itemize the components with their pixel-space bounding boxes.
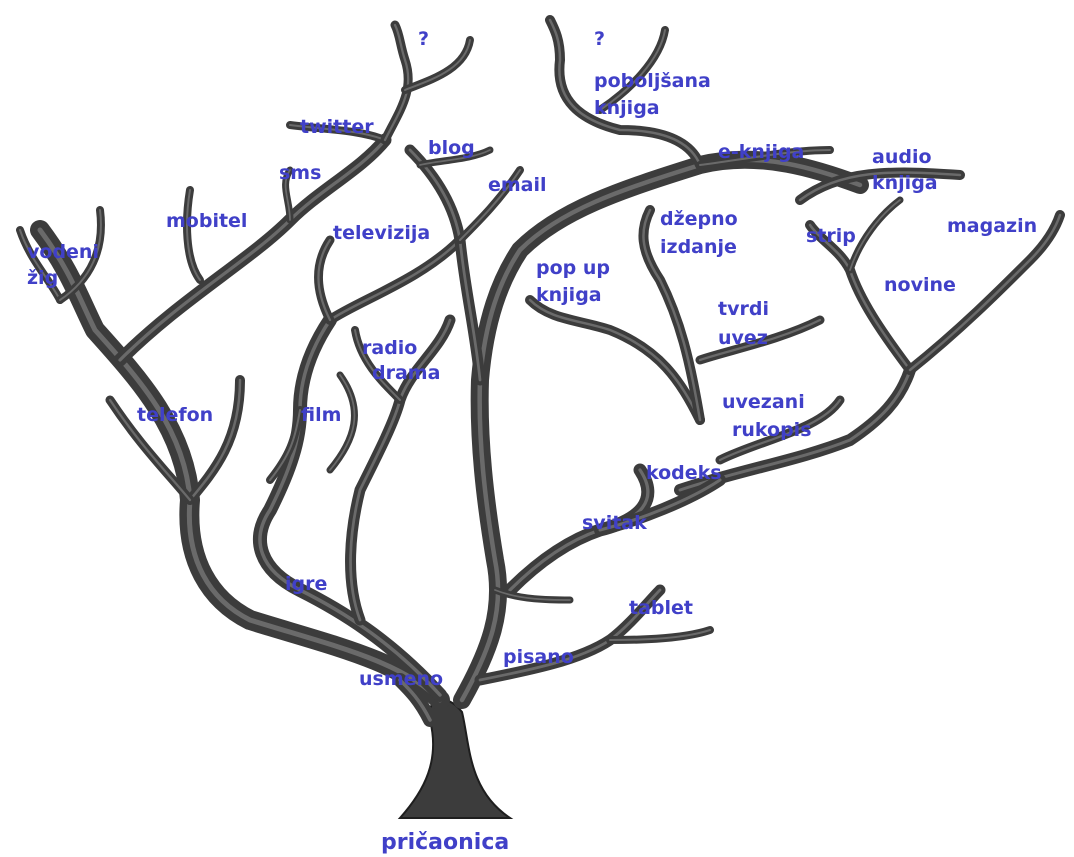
branch-shading-question-left <box>383 23 410 142</box>
branch-shading-trunk-up-left <box>398 678 432 722</box>
branch-question-left-2 <box>401 36 474 94</box>
label-tvrdi-uvez: uvez <box>718 327 768 349</box>
label-uvezani: uvezani <box>722 391 805 413</box>
label-audio-knjiga: knjiga <box>872 172 938 194</box>
label-blog: blog <box>428 137 475 159</box>
branch-shading-pisano-fork <box>494 589 571 601</box>
label-poboljsana: poboljšana <box>594 70 711 92</box>
branch-shading-film-branch <box>328 238 462 322</box>
label-question-right: ? <box>594 28 606 50</box>
label-film: film <box>301 404 342 426</box>
label-igre: igre <box>285 573 328 595</box>
label-pop-up-knjiga: knjiga <box>536 284 602 306</box>
label-question-left: ? <box>418 28 430 50</box>
branch-shading-uvezani-branch <box>718 398 842 462</box>
label-telefon: telefon <box>137 404 214 426</box>
label-svitak: svitak <box>582 512 647 534</box>
branch-shading-trunk-left-branch <box>37 227 443 703</box>
branch-shading-audio-branch <box>798 171 962 202</box>
label-poboljsana-knjiga: knjiga <box>594 97 660 119</box>
branch-shading-eknjiga-branch <box>548 18 702 167</box>
branch-shading-strip-fork <box>849 199 901 271</box>
branch-trunk-base <box>397 698 514 819</box>
label-novine: novine <box>884 274 956 296</box>
label-tvrdi: tvrdi <box>718 298 769 320</box>
branch-shading-poboljsana-fork <box>599 29 666 111</box>
label-pisano: pisano <box>503 646 574 668</box>
branch-shading-blog-fork <box>419 149 491 166</box>
branch-shading-vodeni-fork-2 <box>59 209 102 301</box>
label-usmeno: usmeno <box>359 668 444 690</box>
label-vodeni-zig: žig <box>27 267 59 289</box>
branch-shading-mobitel-branch <box>118 138 387 362</box>
label-audio: audio <box>872 146 932 168</box>
branch-trunk-left-branch <box>30 220 450 710</box>
label-kodeks: kodeks <box>646 462 722 484</box>
branch-shading-eknjiga-fork <box>699 149 831 166</box>
branch-shading-email-fork <box>459 169 521 241</box>
label-email: email <box>488 174 547 196</box>
branch-shading-igre-to-film <box>269 409 301 481</box>
label-televizija: televizija <box>333 222 431 244</box>
label-e-knjiga: e-knjiga <box>718 141 805 163</box>
tree-branches <box>16 15 1065 819</box>
label-dzepno-izdanje: izdanje <box>660 236 737 258</box>
branch-shading-mobitel-fork <box>186 189 201 281</box>
branch-shading-svitak-to-kodeks <box>598 478 722 532</box>
branch-shading-magazin-branch <box>908 213 1062 372</box>
label-dzepno: džepno <box>660 208 738 230</box>
label-twitter: twitter <box>300 116 374 138</box>
branch-shading-vodeni-fork <box>19 229 61 301</box>
branch-shading-tablet-branch <box>478 588 662 682</box>
branch-shading-twitter-fork <box>289 124 386 141</box>
branch-question-left <box>380 20 413 145</box>
branch-shading-kodeks-branch <box>678 368 912 492</box>
branch-shading-popup-branch <box>528 298 702 422</box>
label-vodeni: vodeni <box>27 241 99 263</box>
branch-shading-film-side <box>329 374 356 471</box>
branch-shading-telefon-branch <box>188 378 242 502</box>
branch-shading-tablet-fork <box>609 629 711 641</box>
label-strip: strip <box>806 225 856 247</box>
branch-shading-telefon-left <box>108 398 192 502</box>
label-radio: radio <box>362 337 418 359</box>
branch-shading-sms-fork <box>284 169 291 221</box>
label-radio-drama: drama <box>372 362 441 384</box>
branch-shading-novine-branch <box>808 223 912 372</box>
label-uvezani-rukopis: rukopis <box>732 419 812 441</box>
branch-shading-radio-left <box>354 329 401 401</box>
branch-shading-question-left-2 <box>404 39 471 91</box>
label-magazin: magazin <box>947 215 1038 237</box>
root-label-pricaonica: pričaonica <box>381 830 510 855</box>
branch-shading-film-branch-top <box>317 238 332 322</box>
label-sms: sms <box>279 162 322 184</box>
branch-strip-fork <box>846 196 904 274</box>
branch-shading-dzepno-branch <box>642 208 702 422</box>
branch-shading-tvrdi-branch <box>698 318 822 362</box>
branch-shading-radio-branch <box>349 318 452 622</box>
label-tablet: tablet <box>629 597 693 619</box>
label-mobitel: mobitel <box>166 210 248 232</box>
label-pop-up: pop up <box>536 257 610 279</box>
